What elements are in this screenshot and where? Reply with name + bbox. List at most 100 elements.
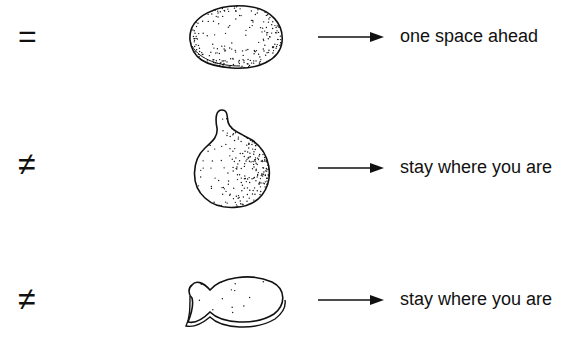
stipple-dot <box>246 128 247 129</box>
stipple-dot <box>258 159 259 160</box>
stipple-dot <box>259 118 260 119</box>
stipple-dot <box>256 50 257 51</box>
stipple-dot <box>197 62 198 63</box>
stipple-dot <box>277 39 278 40</box>
stipple-dot <box>270 62 271 63</box>
potato-outline <box>190 6 282 68</box>
stipple-dot <box>241 190 242 191</box>
stipple-dot <box>266 154 267 155</box>
stipple-dot <box>200 170 201 171</box>
stipple-dot <box>235 168 236 169</box>
stipple-dot <box>266 110 267 111</box>
stipple-dot <box>260 115 261 116</box>
stipple-dot <box>253 129 254 130</box>
stipple-dot <box>263 40 264 41</box>
stipple-dot <box>263 48 264 49</box>
stipple-dot <box>258 6 259 7</box>
stipple-dot <box>193 36 194 37</box>
stipple-dot <box>258 115 259 116</box>
stipple-dot <box>248 156 249 157</box>
stipple-dot <box>245 30 246 31</box>
stipple-dot <box>269 36 270 37</box>
stipple-dot <box>262 68 263 69</box>
potato-edge <box>192 46 240 66</box>
stipple-dot <box>258 120 259 121</box>
stipple-dot <box>260 110 261 111</box>
stipple-dot <box>267 145 268 146</box>
stipple-dot <box>197 15 198 16</box>
stipple-dot <box>258 66 259 67</box>
stipple-dot <box>264 146 265 147</box>
stipple-dot <box>204 67 205 68</box>
stipple-dot <box>206 66 207 67</box>
stipple-dot <box>283 38 284 39</box>
stipple-dot <box>196 6 197 7</box>
stipple-dot <box>186 4 187 5</box>
stipple-dot <box>228 11 229 12</box>
stipple-dot <box>249 27 250 28</box>
stipple-dot <box>203 9 204 10</box>
stipple-dot <box>241 124 242 125</box>
stipple-dot <box>207 280 208 281</box>
stipple-dot <box>280 35 281 36</box>
stipple-dot <box>256 135 257 136</box>
stipple-dot <box>264 30 265 31</box>
stipple-dot <box>234 7 235 8</box>
stipple-dot <box>261 119 262 120</box>
stipple-dot <box>196 26 197 27</box>
stipple-dot <box>191 61 192 62</box>
stipple-dot <box>259 61 260 62</box>
stipple-dot <box>212 67 213 68</box>
stipple-dot <box>248 116 249 117</box>
stipple-dot <box>193 56 194 57</box>
stipple-dot <box>264 196 265 197</box>
stipple-dot <box>239 60 240 61</box>
stipple-dot <box>260 203 261 204</box>
stipple-dot <box>266 169 267 170</box>
stipple-dot <box>201 67 202 68</box>
stipple-dot <box>262 175 263 176</box>
stipple-dot <box>246 113 247 114</box>
stipple-dot <box>254 206 255 207</box>
stipple-dot <box>263 174 264 175</box>
stipple-dot <box>212 160 213 161</box>
stipple-dot <box>197 64 198 65</box>
stipple-dot <box>271 118 272 119</box>
stipple-dot <box>268 21 269 22</box>
stipple-dot <box>275 48 276 49</box>
stipple-dot <box>267 132 268 133</box>
stipple-dot <box>254 177 255 178</box>
stipple-dot <box>214 34 215 35</box>
stipple-dot <box>188 28 189 29</box>
stipple-dot <box>258 132 259 133</box>
stipple-dot <box>266 34 267 35</box>
stipple-dot <box>235 18 236 19</box>
stipple-dot <box>266 133 267 134</box>
stipple-dot <box>250 156 251 157</box>
stipple-dot <box>223 60 224 61</box>
stipple-dot <box>238 195 239 196</box>
stipple-dot <box>261 4 262 5</box>
stipple-dot <box>271 158 272 159</box>
stipple-dot <box>227 132 228 133</box>
stipple-dot <box>247 121 248 122</box>
stipple-dot <box>219 59 220 60</box>
stipple-dot <box>194 15 195 16</box>
stipple-dot <box>239 63 240 64</box>
stipple-dot <box>257 114 258 115</box>
stipple-dot <box>270 194 271 195</box>
stipple-dot <box>242 209 243 210</box>
stipple-dot <box>266 138 267 139</box>
stipple-dot <box>255 203 256 204</box>
stipple-dot <box>192 14 193 15</box>
stipple-dot <box>265 55 266 56</box>
stipple-dot <box>245 109 246 110</box>
stipple-dot <box>189 174 190 175</box>
stipple-dot <box>255 159 256 160</box>
stipple-dot <box>235 132 236 133</box>
stipple-dot <box>257 175 258 176</box>
stipple-dot <box>260 186 261 187</box>
stipple-dot <box>260 204 261 205</box>
stipple-dot <box>267 195 268 196</box>
stipple-dot <box>271 5 272 6</box>
